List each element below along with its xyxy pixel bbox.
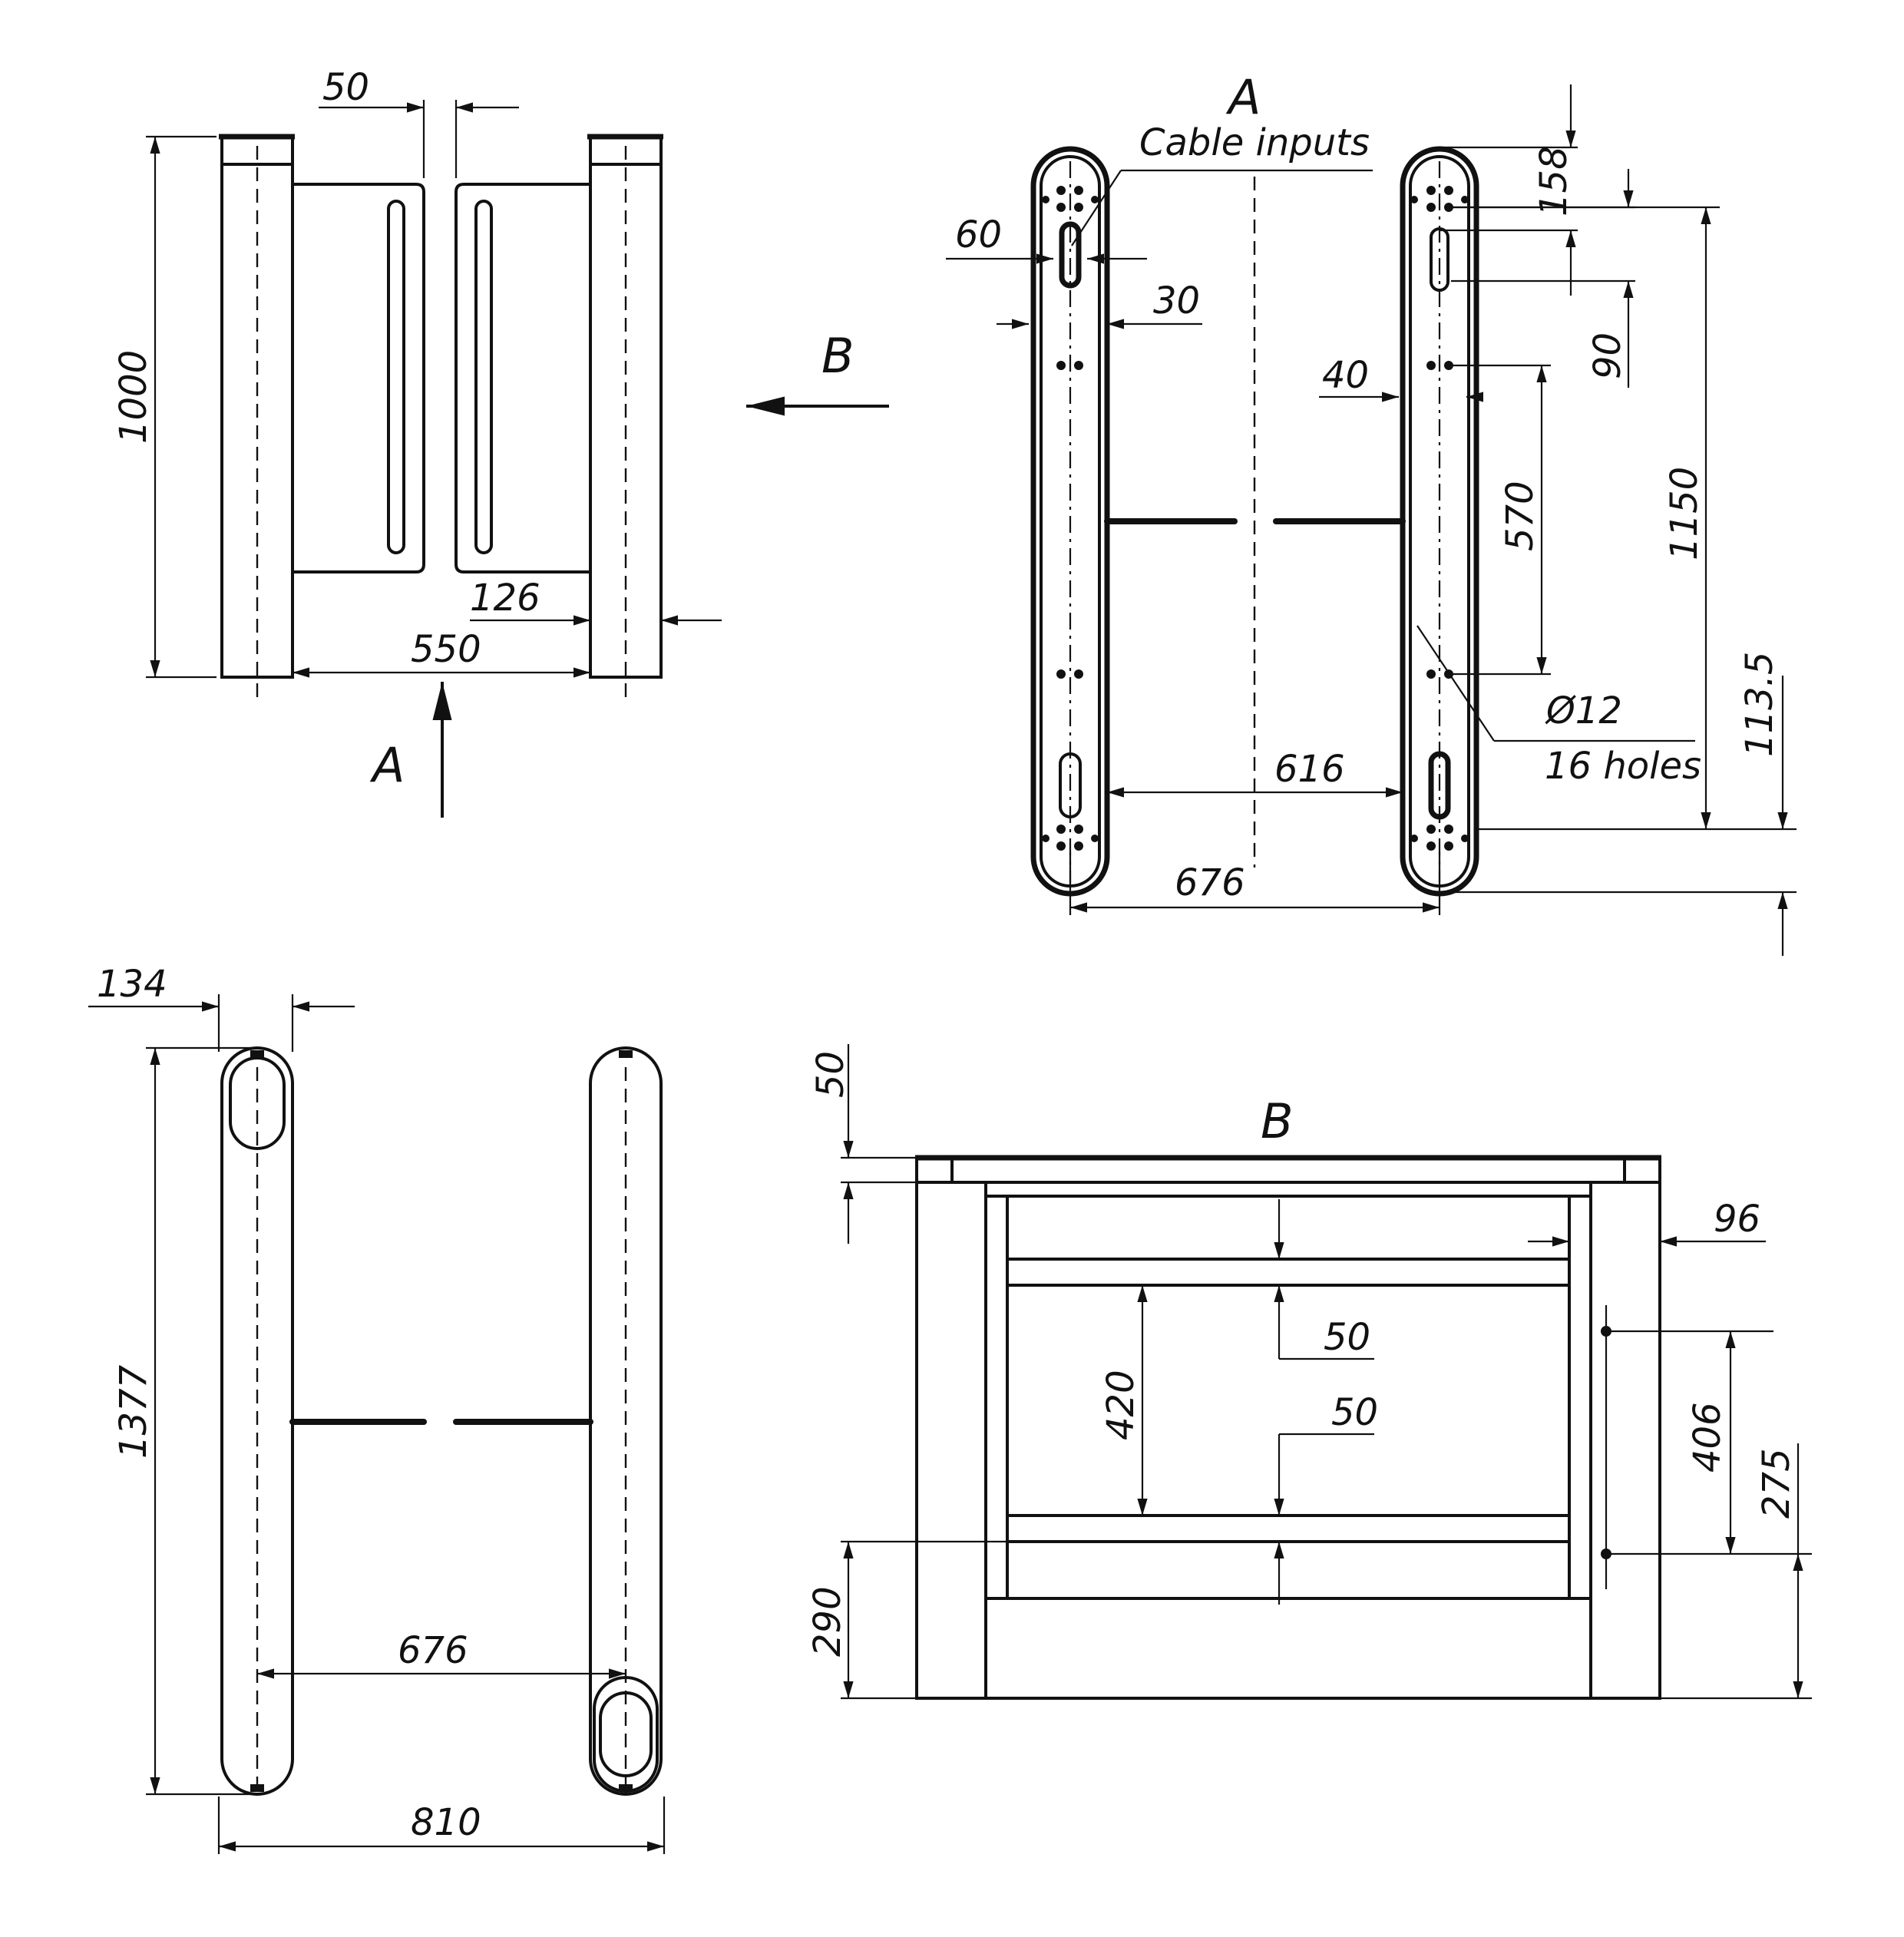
dim-height: 1000 <box>112 350 155 444</box>
left-gate-leaf <box>293 183 425 573</box>
dim-passage: 550 <box>411 628 481 671</box>
right-post-front <box>1589 1181 1661 1700</box>
dim-post-diameter: 134 <box>97 963 167 1006</box>
dim-hole-spacing: 40 <box>1322 354 1369 397</box>
right-cable-slot-top <box>1430 227 1449 292</box>
dim-panel-gap: 420 <box>1099 1370 1142 1440</box>
left-cable-slot-top <box>1059 221 1082 289</box>
dim-overall-width: 810 <box>411 1801 481 1844</box>
dim-bar-height-a: 50 <box>1324 1316 1370 1359</box>
top-view: 134 1377 676 810 <box>88 963 666 1854</box>
view-arrow-b-label: B <box>821 328 854 384</box>
right-cable-slot-bottom <box>1428 751 1451 820</box>
plan-view-a: A <box>946 69 1797 956</box>
dim-inner-span: 616 <box>1274 748 1345 791</box>
dim-leaf-gap: 50 <box>322 66 369 109</box>
dim-base-hole-span: 1150 <box>1663 467 1706 560</box>
dim-post-front-width: 96 <box>1714 1198 1760 1241</box>
front-view-b: B 50 96 <box>806 1044 1812 1700</box>
dim-slot-width: 60 <box>955 213 1002 256</box>
dim-bar-spacing: 406 <box>1686 1402 1729 1473</box>
note-hole-diameter: Ø12 <box>1545 689 1622 732</box>
left-mounting-holes <box>1042 186 1099 851</box>
dim-axis-span: 676 <box>1175 861 1245 904</box>
dim-slot-length: 90 <box>1586 332 1629 379</box>
dim-rail-height: 50 <box>809 1051 852 1098</box>
view-arrow-a-label: A <box>369 737 405 793</box>
dim-bar-height-b: 50 <box>1331 1391 1378 1434</box>
left-cable-slot-bottom <box>1059 752 1082 818</box>
dim-floor-clearance: 290 <box>806 1586 849 1657</box>
side-view: 50 1000 126 550 A B <box>112 66 889 818</box>
right-mounting-holes <box>1410 186 1469 851</box>
left-post-front <box>915 1181 987 1700</box>
dim-lower-bar-height: 275 <box>1755 1448 1798 1519</box>
note-cable-inputs: Cable inputs <box>1139 121 1370 164</box>
dim-post-length: 1377 <box>112 1364 155 1459</box>
plan-a-title: A <box>1225 69 1261 125</box>
front-b-title: B <box>1261 1093 1294 1149</box>
dim-post-width: 126 <box>470 577 540 620</box>
dim-post-axis-span: 676 <box>398 1629 468 1672</box>
right-gate-leaf <box>455 183 590 573</box>
note-hole-count: 16 holes <box>1545 745 1701 788</box>
dim-edge-offset: 30 <box>1153 279 1200 322</box>
dim-hole-pitch: 570 <box>1499 481 1542 551</box>
dim-slot-offset: 158 <box>1532 146 1575 217</box>
gate-leaf-front <box>984 1195 1592 1600</box>
dim-end-offset: 113.5 <box>1738 652 1781 757</box>
